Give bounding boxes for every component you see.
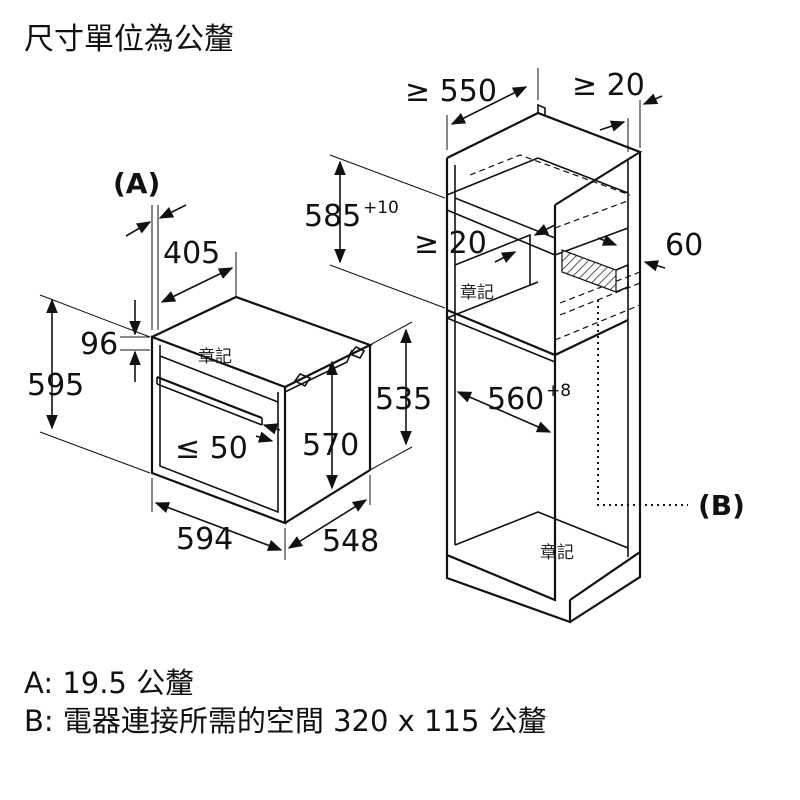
cabinet-dimensions <box>329 68 666 433</box>
dim-top-96: 96 <box>80 327 118 362</box>
dim-shelf-gap-20: ≥ 20 <box>414 226 487 261</box>
dim-niche-width-560: 560 <box>487 382 544 417</box>
dim-inner-depth-570: 570 <box>302 428 359 463</box>
note-b: B: 電器連接所需的空間 320 x 115 公釐 <box>24 704 547 738</box>
dim-depth-548: 548 <box>322 524 379 559</box>
dim-width-594: 594 <box>176 522 233 557</box>
oven-dimensions <box>39 204 413 560</box>
label-a: (A) <box>113 167 160 200</box>
watermark-3: 章記 <box>540 543 574 563</box>
note-a: A: 19.5 公釐 <box>24 666 195 700</box>
dim-vent-60: 60 <box>665 228 703 263</box>
dim-side-405: 405 <box>163 236 220 271</box>
dim-height-595: 595 <box>27 368 84 403</box>
dim-niche-height-tolerance: +10 <box>363 198 399 218</box>
oven-drawing <box>150 295 373 525</box>
watermark-2: 章記 <box>198 347 232 367</box>
dim-niche-width-tolerance: +8 <box>546 381 571 401</box>
dim-width-min-550: ≥ 550 <box>405 74 497 109</box>
label-b: (B) <box>698 489 745 522</box>
dim-inner-height-535: 535 <box>375 382 432 417</box>
watermark-1: 章記 <box>460 283 494 303</box>
cabinet-drawing <box>445 103 688 624</box>
dim-back-gap-20: ≥ 20 <box>572 68 645 103</box>
dim-niche-height-585: 585 <box>304 199 361 234</box>
units-note: 尺寸單位為公釐 <box>24 22 234 57</box>
dim-handle-50: ≤ 50 <box>175 431 248 466</box>
